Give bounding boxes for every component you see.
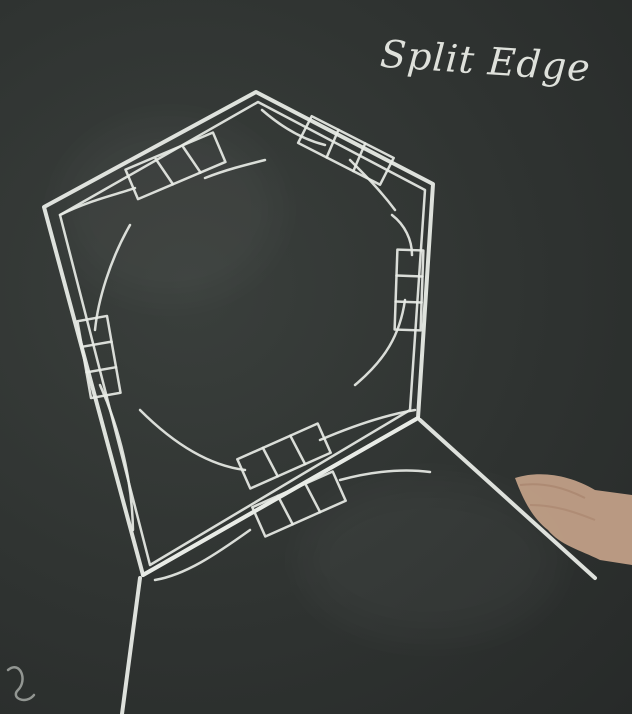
- half-edge-arrow: [153, 528, 252, 582]
- chalk-scribble: [6, 666, 36, 702]
- split-edge-line: [418, 418, 597, 580]
- half-edge-arrow: [98, 383, 135, 532]
- half-edge-record: [236, 422, 332, 490]
- half-edge-arrow: [348, 158, 397, 212]
- half-edge-arrow: [260, 108, 327, 147]
- half-edge-arrow: [353, 298, 407, 387]
- lower-edge-line: [141, 416, 420, 577]
- half-edge-arrow: [58, 186, 137, 217]
- outgoing-edge-line: [120, 576, 142, 714]
- half-edge-arrow: [338, 469, 432, 482]
- half-edge-record: [296, 114, 395, 186]
- half-edge-arrow: [318, 408, 417, 442]
- half-edge-record: [124, 131, 227, 201]
- instructor-hand: [515, 474, 632, 565]
- half-edge-record: [393, 248, 425, 332]
- inner-face-outline: [58, 100, 427, 567]
- half-edge-arrow: [138, 408, 247, 472]
- half-edge-arrow: [203, 158, 267, 180]
- half-edge-record: [251, 470, 347, 538]
- half-edge-arrow: [93, 223, 132, 332]
- half-edge-record: [76, 314, 122, 400]
- outer-face-outline: [42, 90, 435, 577]
